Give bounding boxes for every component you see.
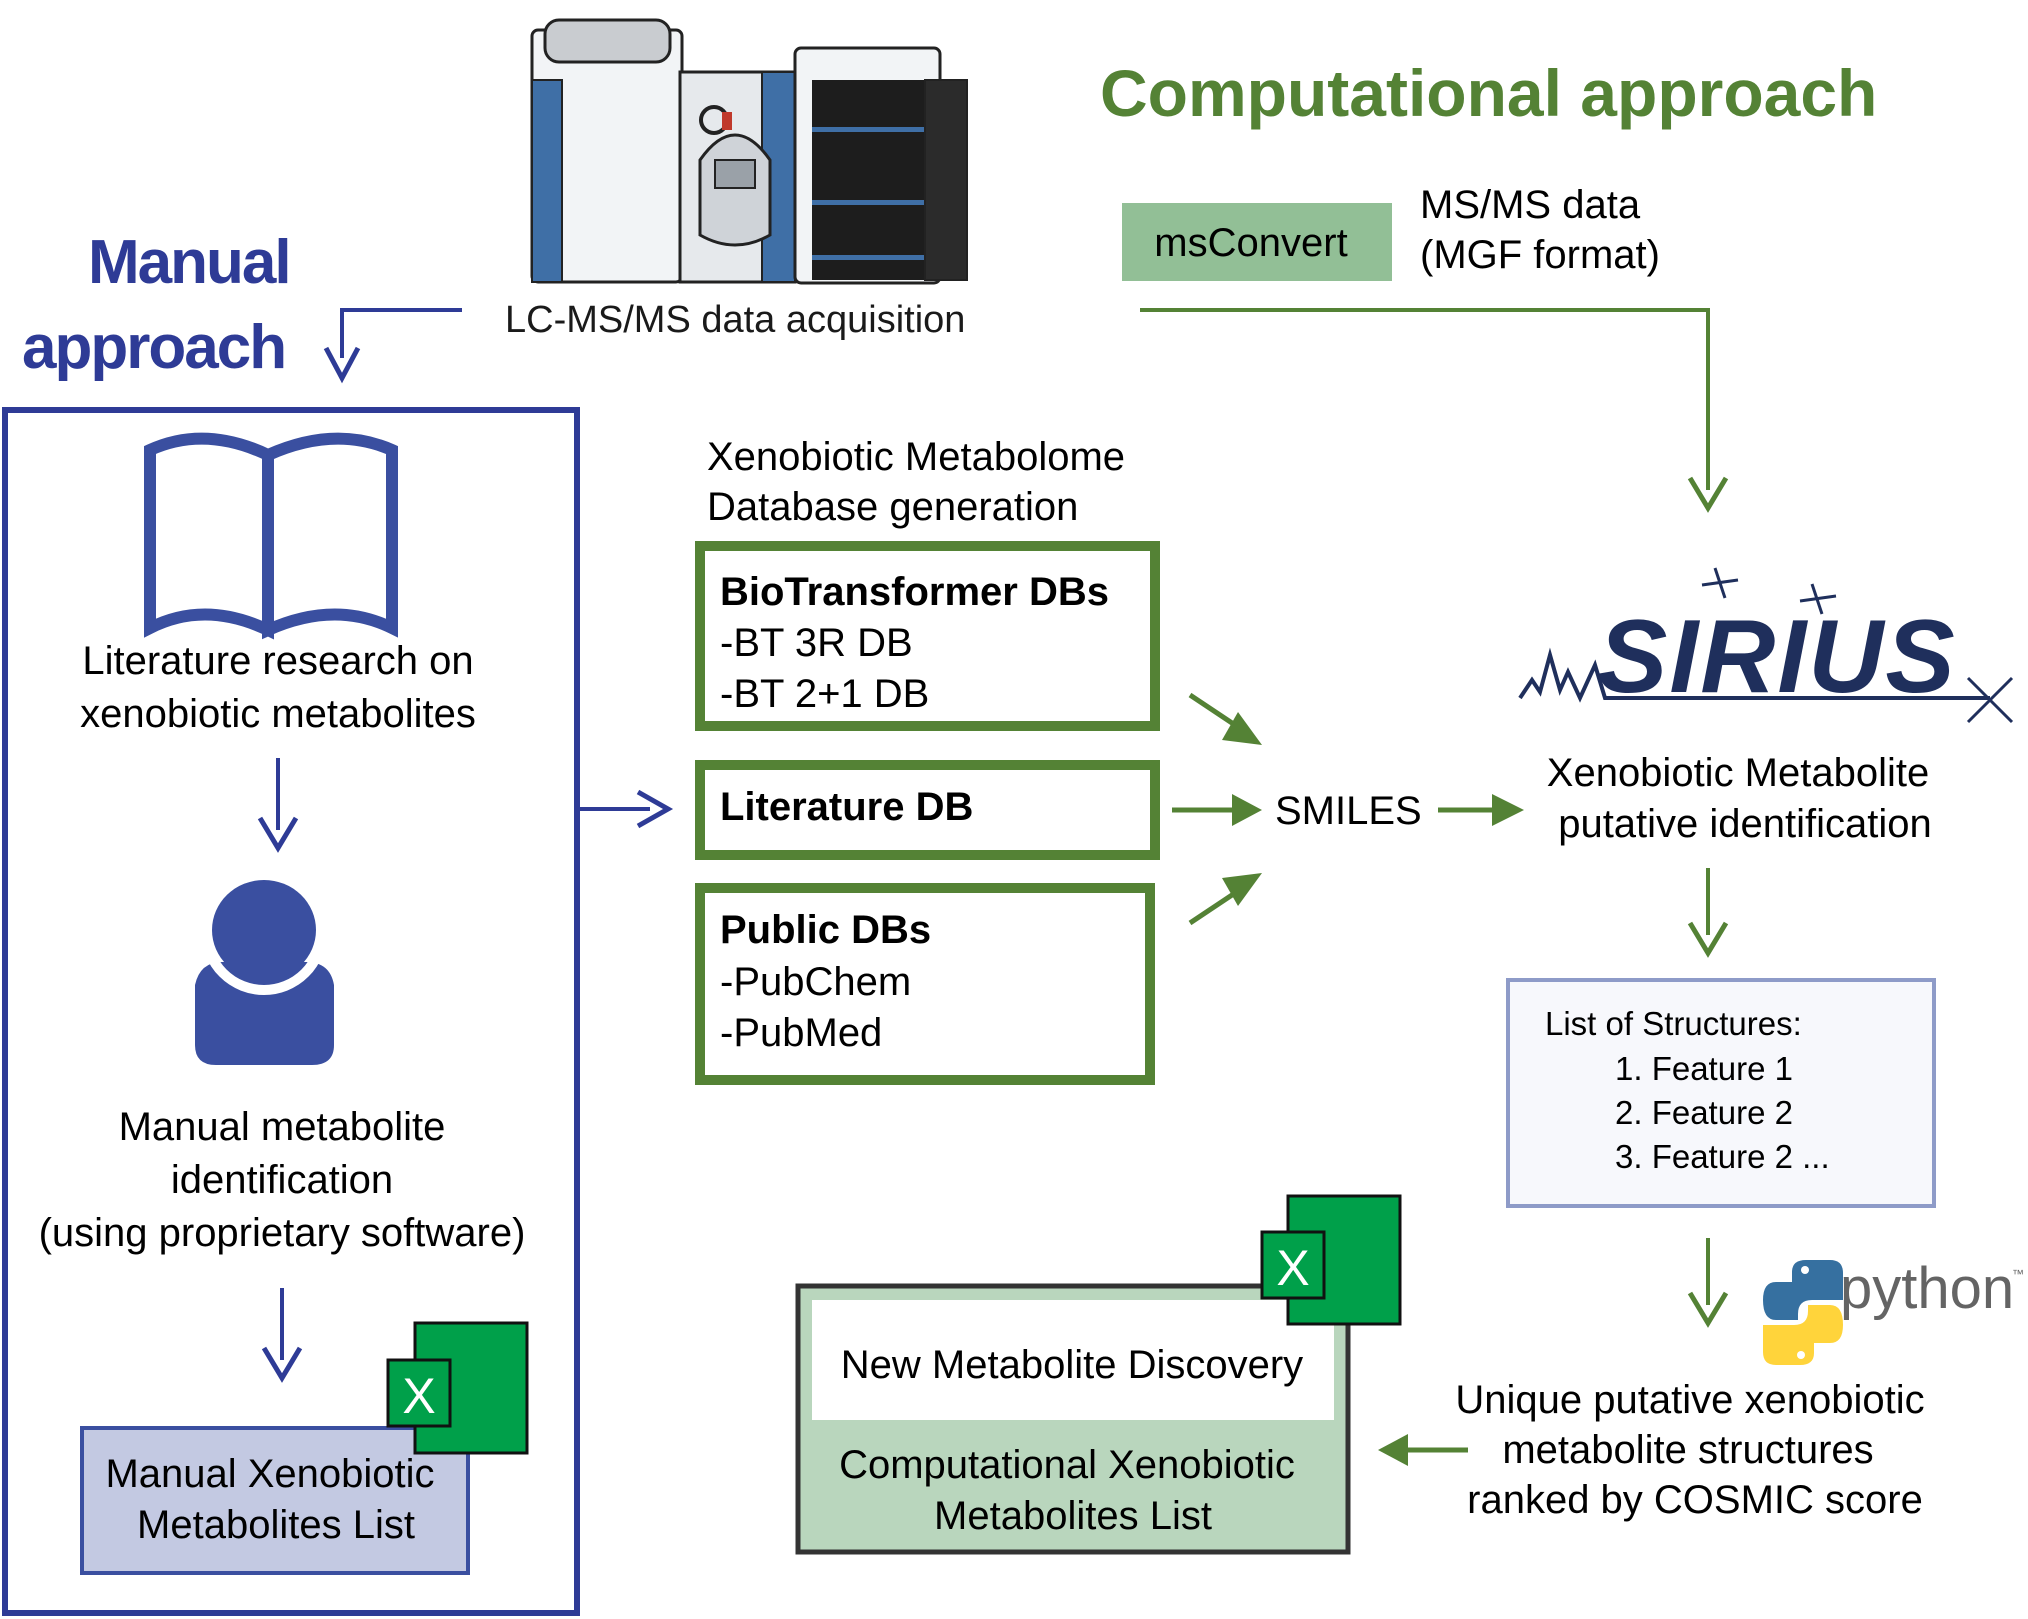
structure-item-1: 1. Feature 1 (1615, 1050, 1793, 1087)
acquisition-label: LC-MS/MS data acquisition (505, 299, 965, 341)
arrow-literature-to-person (257, 758, 299, 853)
sirius-logo: SIRIUS (1518, 567, 2014, 724)
biotransformer-title: BioTransformer DBs (720, 570, 1109, 614)
literature-research-line2: xenobiotic metabolites (80, 692, 476, 736)
manual-identification-line3: (using proprietary software) (39, 1211, 526, 1255)
person-icon (195, 869, 334, 1065)
structures-box (1506, 978, 1936, 1208)
book-icon (144, 432, 398, 640)
structures-heading: List of Structures: (1545, 1005, 1802, 1042)
database-heading-line2: Database generation (707, 485, 1078, 529)
computational-title: Computational approach (1100, 56, 1877, 130)
arrow-msms-to-sirius (1140, 308, 1729, 513)
computational-list-line1: Computational Xenobiotic (839, 1443, 1295, 1487)
excel-letter: X (1276, 1240, 1309, 1296)
lcms-instrument-icon (530, 18, 968, 285)
manual-approach-box (2, 407, 580, 1616)
manual-list-line2: Metabolites List (137, 1503, 415, 1547)
manual-list-box (80, 1426, 470, 1575)
excel-letter: X (402, 1368, 435, 1424)
biotransformer-db-box (695, 541, 1160, 731)
ranking-line2: metabolite structures (1502, 1428, 1873, 1472)
literature-db-title: Literature DB (720, 785, 973, 829)
structure-item-3: 3. Feature 2 ... (1615, 1138, 1830, 1175)
public-db-box (695, 883, 1155, 1085)
smiles-label: SMILES (1275, 789, 1422, 833)
literature-db-box (695, 760, 1160, 860)
arrow-structures-to-python (1687, 1238, 1729, 1328)
ranking-line1: Unique putative xenobiotic (1455, 1378, 1924, 1422)
msms-data-line1: MS/MS data (1420, 183, 1641, 227)
manual-title-line2: approach (22, 313, 285, 382)
literature-research-line1: Literature research on (82, 639, 473, 683)
biotransformer-item-1: -BT 3R DB (720, 621, 913, 665)
manual-identification-line2: identification (171, 1158, 393, 1202)
manual-list-line1: Manual Xenobiotic (105, 1452, 434, 1496)
arrow-public-to-smiles (1188, 873, 1262, 926)
arrow-literature-to-smiles (1172, 794, 1262, 826)
arrow-identification-to-list (261, 1288, 303, 1383)
manual-identification-line1: Manual metabolite (119, 1105, 446, 1149)
discovery-label: New Metabolite Discovery (841, 1343, 1303, 1387)
structure-item-2: 2. Feature 2 (1615, 1094, 1793, 1131)
sirius-label-line2: putative identification (1558, 802, 1932, 846)
biotransformer-item-2: -BT 2+1 DB (720, 672, 929, 716)
arrow-biotransformer-to-smiles (1188, 692, 1262, 745)
msconvert-box (1122, 203, 1392, 281)
arrow-sirius-to-structures (1687, 868, 1729, 958)
arrow-manual-to-database (580, 789, 674, 829)
discovery-banner (812, 1300, 1334, 1420)
msms-data-line2: (MGF format) (1420, 233, 1660, 277)
public-db-item-2: -PubMed (720, 1011, 882, 1055)
python-trademark: ™ (2012, 1267, 2024, 1281)
arrow-ranking-to-output (1378, 1434, 1468, 1466)
sirius-label-line1: Xenobiotic Metabolite (1547, 751, 1929, 795)
public-db-item-1: -PubChem (720, 960, 911, 1004)
computational-list-line2: Metabolites List (934, 1494, 1212, 1538)
manual-title-line1: Manual (88, 228, 290, 297)
ranking-line3: ranked by COSMIC score (1467, 1478, 1923, 1522)
python-logo-icon (1763, 1260, 1843, 1365)
excel-icon: X (1260, 1194, 1402, 1326)
arrow-smiles-to-sirius (1438, 794, 1524, 826)
database-heading-line1: Xenobiotic Metabolome (707, 435, 1125, 479)
public-db-title: Public DBs (720, 908, 931, 952)
msconvert-label: msConvert (1154, 221, 1347, 265)
python-wordmark: python (1840, 1256, 2014, 1321)
arrow-acquisition-to-manual (323, 308, 462, 384)
sirius-logo-text: SIRIUS (1598, 599, 1957, 715)
excel-icon: X (386, 1321, 529, 1455)
